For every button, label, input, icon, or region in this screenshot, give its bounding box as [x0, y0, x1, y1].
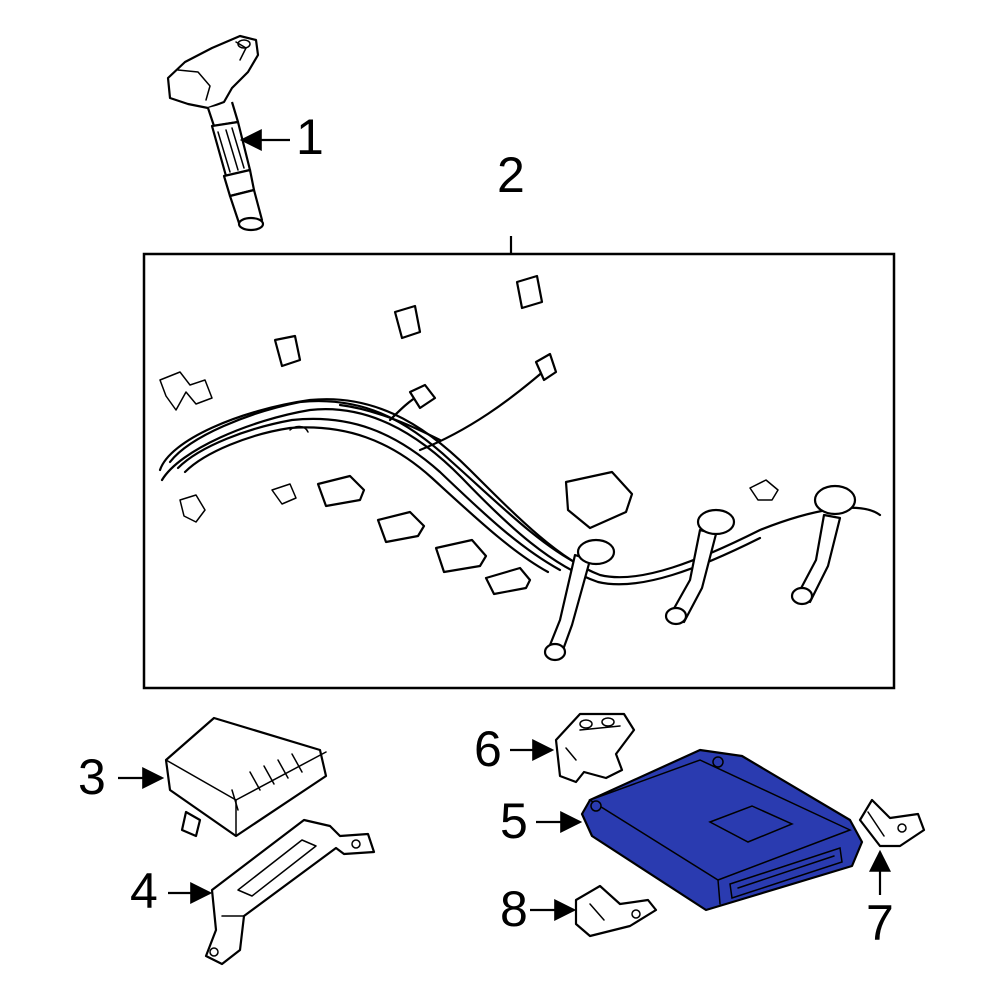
ecu-bracket-right[interactable] [858, 798, 926, 848]
wire-set-frame [142, 252, 896, 690]
engine-control-unit[interactable] [580, 748, 864, 912]
module-bracket[interactable] [204, 818, 376, 966]
callout-3: 3 [78, 749, 106, 805]
callout-2: 2 [497, 147, 525, 203]
ignition-coil[interactable] [166, 34, 265, 232]
callout-8: 8 [500, 881, 528, 937]
spark-plug-wire-set[interactable] [158, 274, 882, 662]
callout-1: 1 [296, 109, 324, 165]
ecu-bracket-lower[interactable] [574, 884, 658, 938]
control-module[interactable] [164, 716, 328, 838]
callout-6: 6 [474, 721, 502, 777]
callout-5: 5 [500, 793, 528, 849]
callout-4: 4 [130, 863, 158, 919]
callout-7: 7 [866, 895, 894, 951]
ecu-bracket-upper[interactable] [554, 712, 636, 784]
